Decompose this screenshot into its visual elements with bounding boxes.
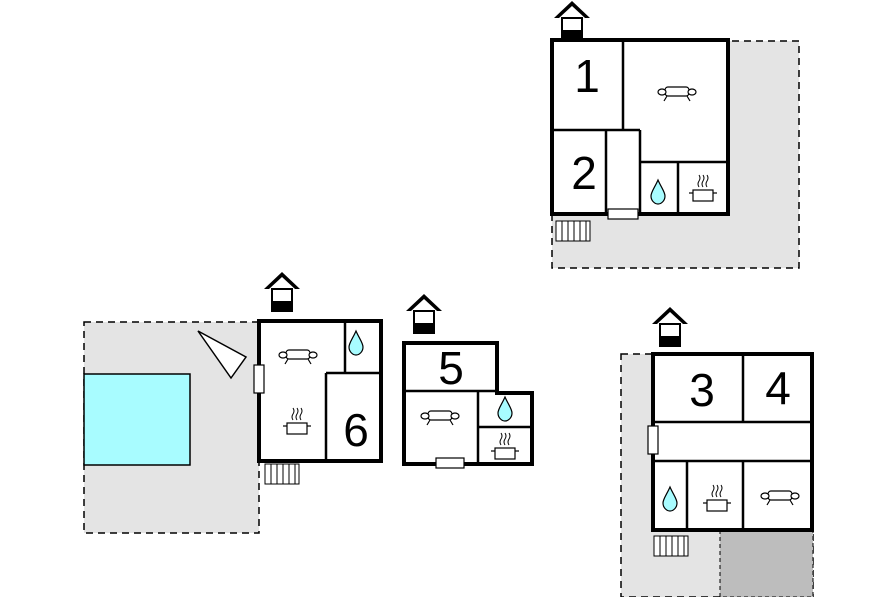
room-3-label: 3 [689,364,715,416]
door-icon [647,425,659,455]
pool [83,373,191,466]
stairs-icon [653,535,689,557]
entrance-house-icon [263,271,301,312]
entrance-house-icon [553,0,591,41]
building-d: 3 4 [620,306,814,597]
sun-lounger-icon [197,330,248,380]
entrance-house-icon [405,293,443,334]
building-a: 1 2 [550,0,800,269]
door-icon [435,457,465,469]
room-6-label: 6 [343,404,369,456]
entrance-house-icon [651,306,689,347]
room-2-label: 2 [571,147,597,199]
building-footprint [651,352,814,532]
room-4-label: 4 [765,362,791,414]
building-footprint [402,341,534,466]
terrace [719,530,814,597]
stairs-icon [555,220,591,242]
room-5-label: 5 [438,342,464,394]
door-icon [253,364,265,394]
room-1-label: 1 [574,50,600,102]
door-icon [607,208,639,220]
building-b: 6 [83,271,383,534]
stairs-icon [264,463,300,485]
building-c: 5 [402,293,534,469]
